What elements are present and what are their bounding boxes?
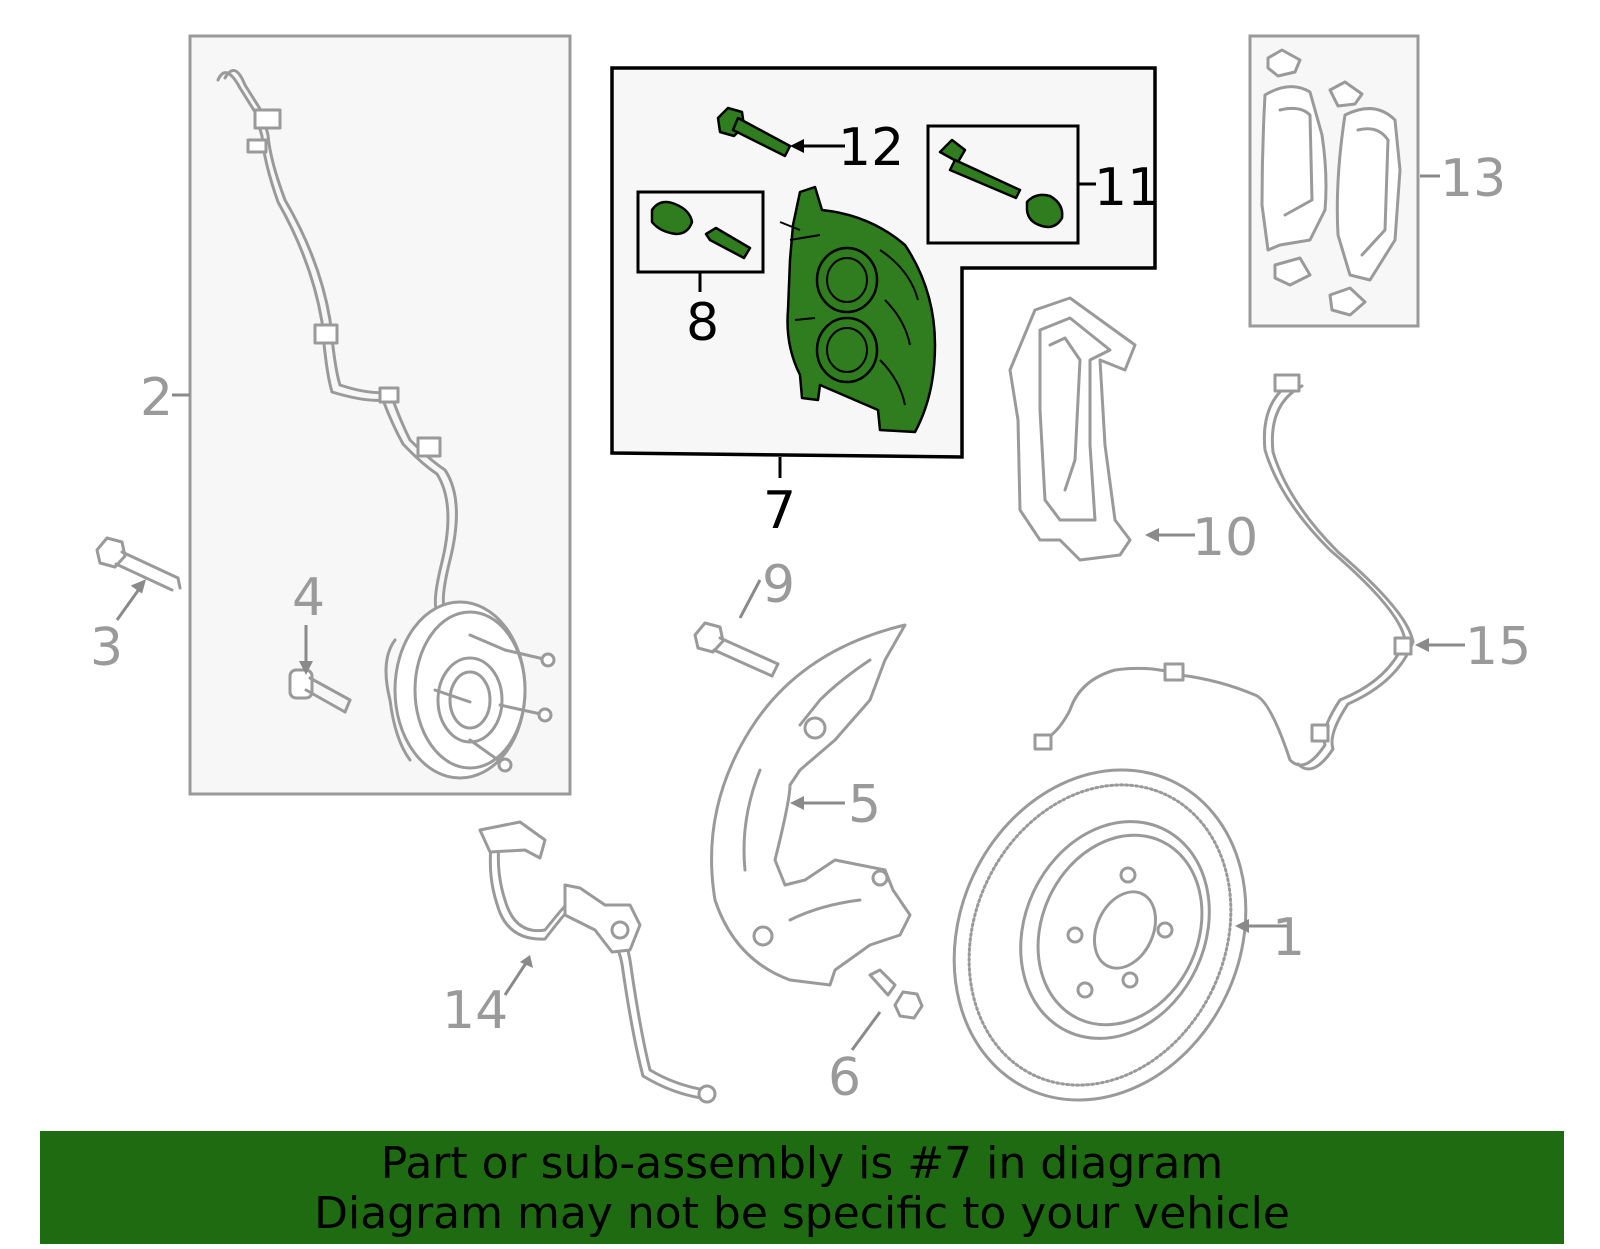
- callout-9: 9: [762, 555, 795, 615]
- bolt-9: [693, 621, 780, 678]
- brake-caliper: [779, 185, 937, 434]
- callout-13: 13: [1440, 149, 1506, 209]
- leader-lines: [115, 139, 1465, 1051]
- sensor-harness-15: [1033, 373, 1415, 771]
- bleeder-kit-8: [650, 200, 752, 260]
- brake-rotor-1: [952, 768, 1248, 1102]
- brake-pads-13: [1248, 34, 1420, 328]
- callout-10: 10: [1192, 508, 1258, 568]
- callout-2: 2: [140, 368, 173, 428]
- callout-12: 12: [838, 118, 904, 178]
- callout-14: 14: [442, 981, 508, 1041]
- info-banner: Part or sub-assembly is #7 in diagram Di…: [40, 1131, 1564, 1244]
- guide-pin-kit-11: [938, 138, 1064, 229]
- bolt-4: [288, 668, 352, 714]
- banner-line-1: Part or sub-assembly is #7 in diagram: [380, 1138, 1224, 1189]
- bolt-3: [95, 536, 182, 592]
- callout-15: 15: [1465, 617, 1531, 677]
- group-box-2: [188, 34, 572, 796]
- bolt-12: [716, 106, 792, 158]
- banner-line-2: Diagram may not be specific to your vehi…: [314, 1188, 1290, 1239]
- dust-shield-5: [710, 623, 912, 987]
- callout-7: 7: [763, 481, 796, 541]
- callout-8: 8: [686, 293, 719, 353]
- callout-1: 1: [1272, 908, 1305, 968]
- callout-11: 11: [1094, 158, 1160, 218]
- caliper-bracket-10: [1008, 296, 1137, 562]
- callout-5: 5: [848, 775, 881, 835]
- callout-3: 3: [90, 618, 123, 678]
- group-box-7: [610, 66, 1157, 459]
- callout-4: 4: [292, 568, 325, 628]
- callout-6: 6: [828, 1048, 861, 1108]
- brake-hose-14: [478, 820, 717, 1104]
- bolt-6: [868, 968, 924, 1020]
